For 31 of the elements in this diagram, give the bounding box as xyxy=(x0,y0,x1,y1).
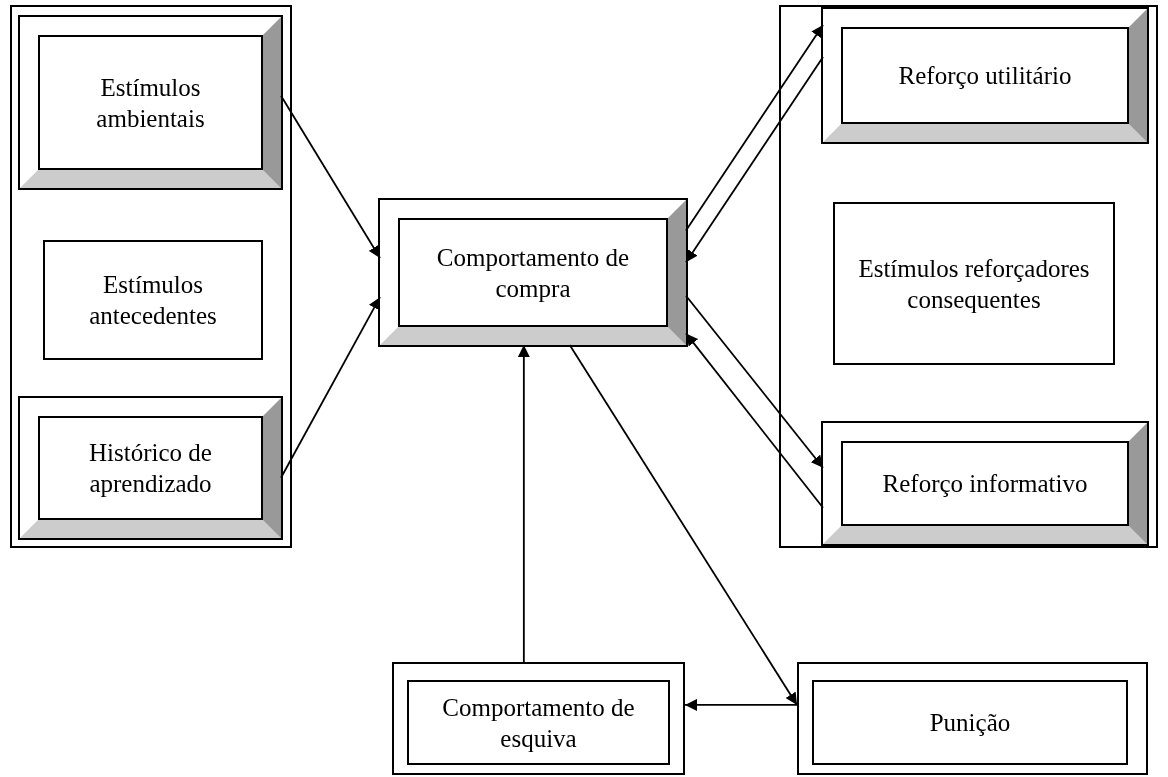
beveled-box xyxy=(823,423,1147,544)
box-label: Comportamento de esquiva xyxy=(441,692,636,754)
arrow xyxy=(280,94,381,259)
arrow xyxy=(684,698,798,711)
container-box xyxy=(10,5,292,548)
box-label: Reforço utilitário xyxy=(898,61,1072,91)
process-box xyxy=(812,680,1128,765)
box-label: Estímulos reforçadores consequentes xyxy=(857,253,1091,315)
box-label: Estímulos antecedentes xyxy=(88,270,218,331)
container-box xyxy=(779,5,1158,548)
box-label: Reforço informativo xyxy=(882,469,1088,499)
beveled-box xyxy=(20,17,281,188)
beveled-box xyxy=(823,9,1147,142)
beveled-box xyxy=(380,200,686,345)
box-label: Estímulos ambientais xyxy=(95,72,206,134)
arrow xyxy=(685,294,824,469)
process-box xyxy=(43,240,263,360)
process-box xyxy=(407,680,670,765)
arrow xyxy=(280,296,381,479)
container-box xyxy=(392,662,685,775)
arrow xyxy=(568,344,798,706)
arrow xyxy=(685,24,824,232)
container-box xyxy=(797,662,1148,775)
beveled-box xyxy=(20,398,281,538)
box-label: Punição xyxy=(929,708,1011,738)
box-label: Histórico de aprendizado xyxy=(88,438,213,499)
arrow xyxy=(517,344,530,663)
arrow xyxy=(685,56,824,264)
arrow xyxy=(685,332,824,509)
box-label: Comportamento de compra xyxy=(435,242,631,304)
process-box xyxy=(833,202,1115,365)
